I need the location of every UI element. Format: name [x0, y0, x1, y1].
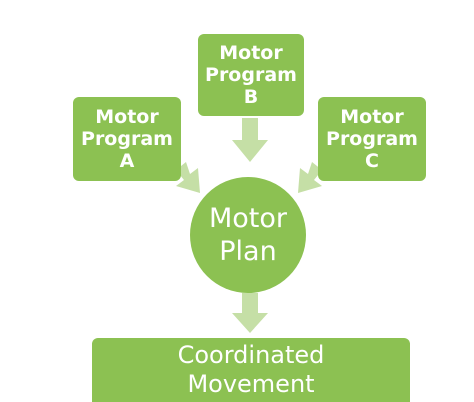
motor-program-a-line1: Motor	[95, 106, 159, 128]
motor-plan-node: Motor Plan	[190, 177, 306, 293]
arrow-b-to-plan	[232, 118, 268, 162]
motor-program-b-node: Motor Program B	[198, 34, 304, 116]
motor-plan-line1: Motor	[208, 203, 288, 234]
motor-plan-line2: Plan	[219, 236, 277, 267]
motor-program-c-line2: Program	[326, 128, 418, 150]
motor-program-a-node: Motor Program A	[73, 97, 181, 181]
motor-program-c-line1: Motor	[340, 106, 404, 128]
arrow-c-to-plan	[298, 162, 322, 193]
motor-program-b-line3: B	[243, 86, 259, 108]
motor-program-a-line3: A	[119, 150, 135, 172]
arrow-a-to-plan	[176, 162, 200, 193]
coordinated-movement-line2: Movement	[187, 370, 315, 398]
motor-program-b-line2: Program	[205, 64, 297, 86]
motor-program-c-node: Motor Program C	[318, 97, 426, 181]
coordinated-movement-node: Coordinated Movement	[92, 338, 410, 402]
motor-program-c-line3: C	[365, 150, 379, 172]
motor-program-b-line1: Motor	[219, 42, 283, 64]
coordinated-movement-line1: Coordinated	[177, 341, 325, 369]
motor-program-a-line2: Program	[81, 128, 173, 150]
arrow-plan-to-result	[232, 293, 268, 333]
